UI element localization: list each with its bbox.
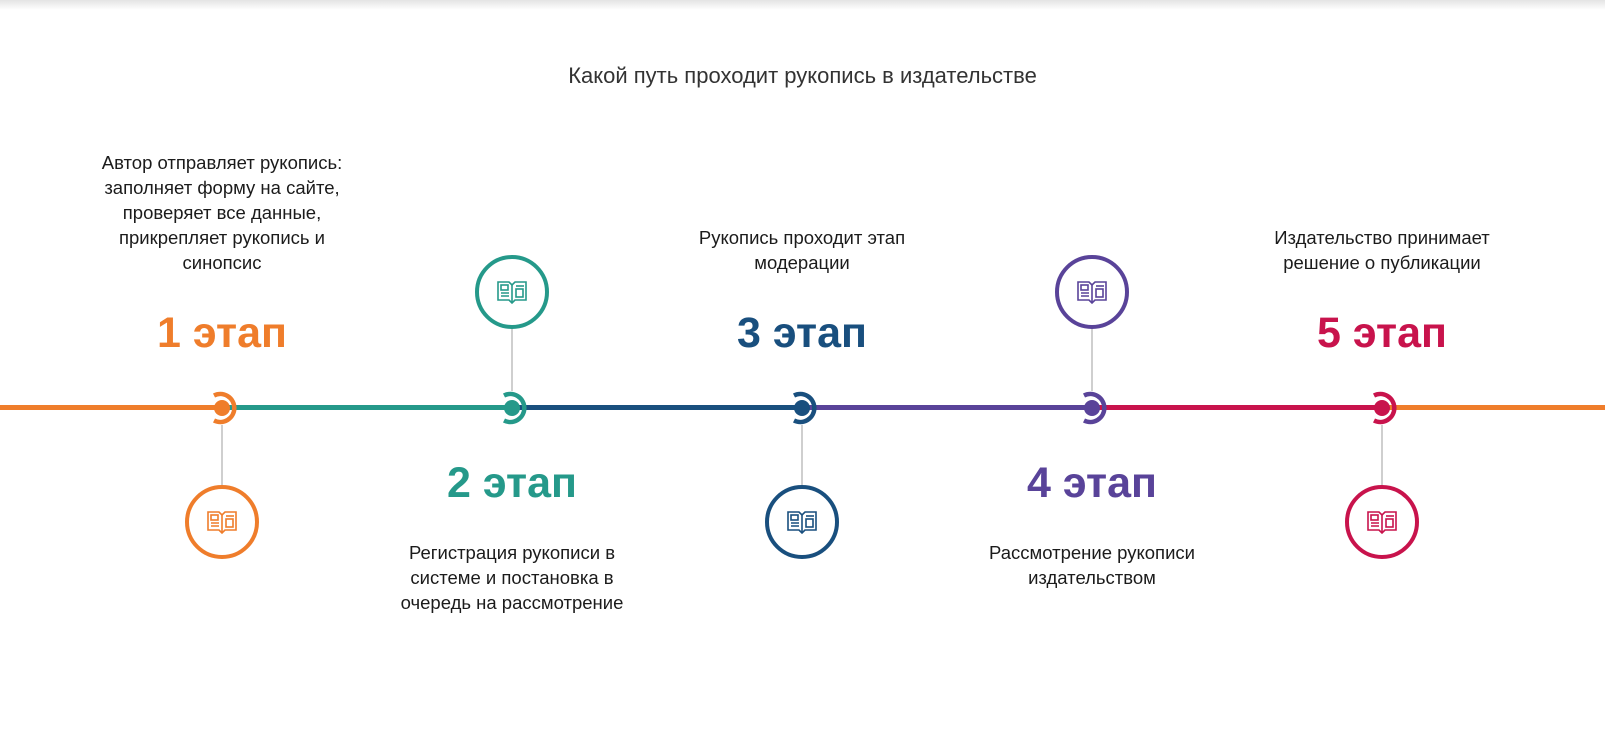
- stage-4-label: 4 этап: [1027, 459, 1157, 507]
- stage-2-label: 2 этап: [447, 459, 577, 507]
- top-shadow: [0, 0, 1605, 10]
- stage-4-icon-circle: [1055, 255, 1129, 329]
- stage-5-node: [1372, 391, 1397, 425]
- stage-1-description: Автор отправляет рукопись: заполняет фор…: [101, 152, 343, 273]
- page-title: Какой путь проходит рукопись в издательс…: [568, 62, 1037, 88]
- stage-5-description: Издательство принимает решение о публика…: [1274, 227, 1490, 273]
- stage-3-description: Рукопись проходит этап модерации: [698, 227, 906, 273]
- stage-2-node: [502, 391, 527, 425]
- open-book-icon: [207, 511, 237, 535]
- stage-2-connector: [511, 329, 513, 391]
- stage-4-connector: [1091, 329, 1093, 391]
- open-book-icon: [497, 281, 527, 305]
- stage-5-icon-circle: [1345, 485, 1419, 559]
- stage-3-connector: [801, 425, 803, 485]
- open-book-icon: [787, 511, 817, 535]
- stage-3-label: 3 этап: [737, 309, 867, 357]
- stage-5-connector: [1381, 425, 1383, 485]
- stage-1-icon-circle: [185, 485, 259, 559]
- timeline-segment-tail: [1382, 405, 1605, 410]
- stage-2-icon-circle: [475, 255, 549, 329]
- stage-4-description: Рассмотрение рукописи издательством: [988, 542, 1195, 588]
- stage-1-connector: [221, 425, 223, 485]
- timeline-segment-2-3: [512, 405, 802, 410]
- timeline-segment-lead: [0, 405, 222, 410]
- stage-1-label: 1 этап: [157, 309, 287, 357]
- stage-2-description: Регистрация рукописи в системе и постано…: [400, 542, 624, 613]
- stage-1-node: [212, 391, 237, 425]
- stage-3-icon-circle: [765, 485, 839, 559]
- open-book-icon: [1367, 511, 1397, 535]
- stage-5-label: 5 этап: [1317, 309, 1447, 357]
- stage-4-node: [1082, 391, 1107, 425]
- stage-3-node: [792, 391, 817, 425]
- open-book-icon: [1077, 281, 1107, 305]
- timeline-segment-4-5: [1092, 405, 1382, 410]
- timeline-segment-1-2: [222, 405, 512, 410]
- timeline-segment-3-4: [802, 405, 1092, 410]
